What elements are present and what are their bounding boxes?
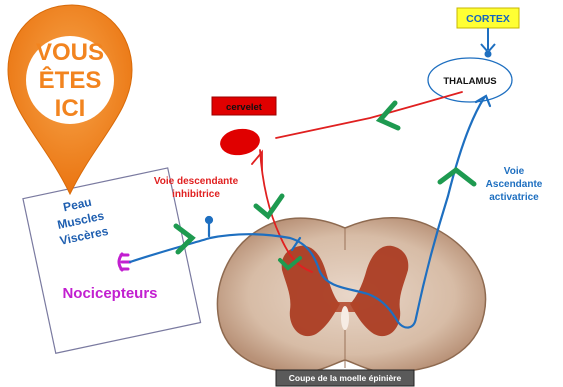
- you-are-here-pin: VOUS ÊTES ICI: [8, 5, 132, 194]
- spinal-cord-section: [217, 218, 485, 373]
- pin-text-line3: ICI: [55, 95, 86, 122]
- cerebellum-label: cervelet: [226, 102, 263, 113]
- synapse-marker-cerebellum: [380, 103, 398, 128]
- ascending-label-line2: Ascendante: [486, 179, 543, 190]
- cerebellum-nucleus: [218, 126, 261, 157]
- ascending-label-line1: Voie: [504, 166, 525, 177]
- nociceptor-ending-icon: [119, 254, 130, 270]
- synapse-marker-ascending: [440, 170, 474, 184]
- thalamus-label: THALAMUS: [443, 76, 496, 87]
- cortex-label: CORTEX: [466, 13, 510, 25]
- descending-label-line2: inhibitrice: [172, 189, 220, 200]
- ascending-label-line3: activatrice: [489, 192, 539, 203]
- cortex-thalamus-connection: [481, 28, 495, 57]
- nociceptor-label: Nocicepteurs: [62, 285, 157, 302]
- pin-text-line2: ÊTES: [39, 66, 102, 94]
- pin-text-line1: VOUS: [36, 39, 104, 66]
- caption-text: Coupe de la moelle épinière: [289, 373, 402, 383]
- descending-label-line1: Voie descendante: [154, 176, 239, 187]
